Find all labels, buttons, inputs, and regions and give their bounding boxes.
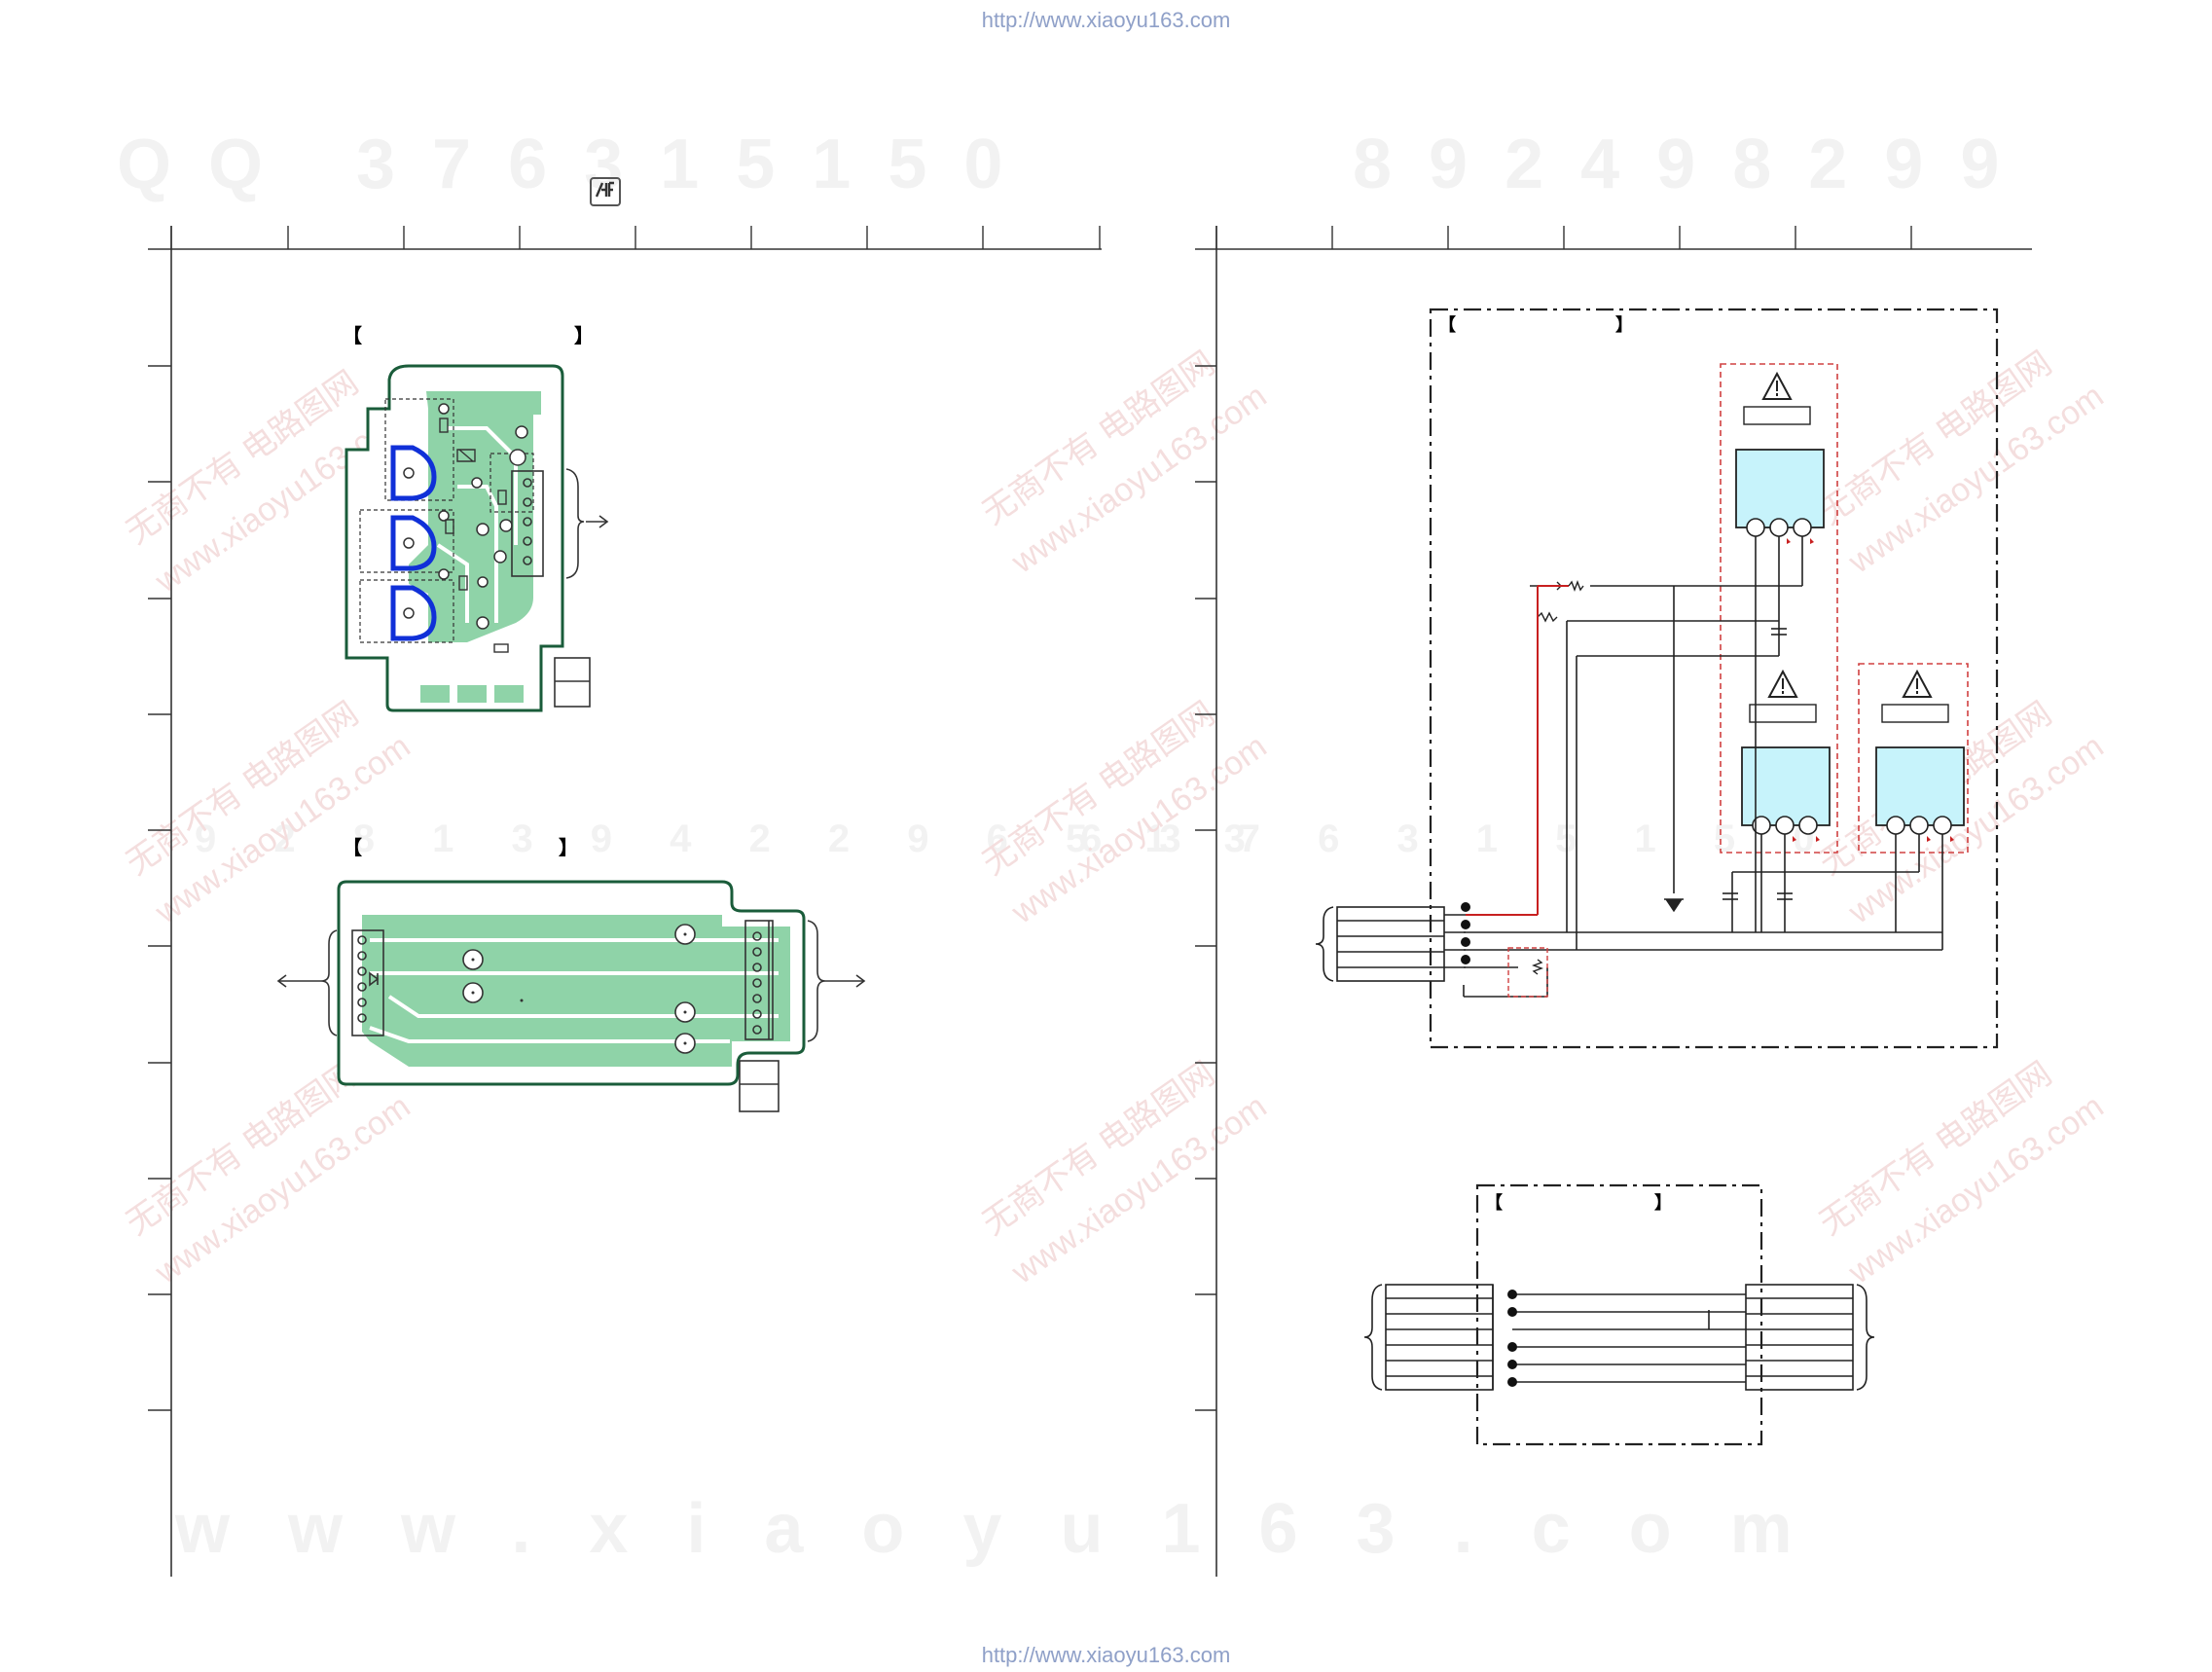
footer-url[interactable]: http://www.xiaoyu163.com bbox=[981, 1643, 1231, 1667]
junction-dots bbox=[1507, 1290, 1517, 1387]
schematic-frame bbox=[1475, 1183, 1763, 1446]
header-url[interactable]: http://www.xiaoyu163.com bbox=[981, 8, 1231, 32]
wires bbox=[1512, 1293, 1746, 1383]
pcb-copper bbox=[362, 915, 790, 1067]
bracket-left: 【 bbox=[343, 325, 362, 347]
pcb-connector-left bbox=[276, 929, 384, 1036]
hot-wire bbox=[1466, 585, 1569, 916]
sony-logo-icon bbox=[590, 177, 621, 206]
bracket-left: 【 bbox=[1438, 315, 1456, 335]
zener-diode bbox=[1664, 898, 1684, 913]
watermark-middle-right: 6 3 7 6 3 1 5 1 5 0 bbox=[1080, 818, 1838, 860]
regulator-ic bbox=[1875, 746, 1965, 826]
capacitors bbox=[1722, 628, 1793, 900]
watermark-qq: QQ 376315150 bbox=[117, 126, 1040, 203]
warning-icon bbox=[1767, 669, 1798, 698]
junction-dots bbox=[1461, 902, 1470, 964]
pcb-traces bbox=[436, 426, 518, 623]
regulator-ic bbox=[1735, 449, 1825, 528]
pcb-pad bbox=[457, 685, 487, 703]
schematic-lower: 【 】 bbox=[1363, 1183, 1875, 1446]
part-label-box bbox=[1749, 704, 1817, 723]
schematic-frame bbox=[1429, 308, 1999, 1049]
warning-icon bbox=[1902, 669, 1933, 698]
part-label-box bbox=[1881, 704, 1949, 723]
pcb-board-upper: 【 】 bbox=[343, 325, 609, 712]
watermark-number: 892498299 bbox=[1353, 126, 2037, 203]
regulator-ic bbox=[1741, 746, 1831, 826]
safety-block bbox=[1720, 363, 1838, 854]
pin-markers bbox=[1787, 538, 1954, 842]
connector-left bbox=[1363, 1284, 1494, 1391]
sony-logo-glyph bbox=[595, 181, 614, 198]
pcb-board-lower: 【 】 bbox=[276, 837, 866, 1112]
resistor bbox=[1568, 580, 1584, 592]
bracket-right: 】 bbox=[1654, 1193, 1672, 1213]
safety-block bbox=[1858, 663, 1969, 854]
pcb-pad bbox=[420, 685, 450, 703]
bracket-right: 】 bbox=[574, 325, 594, 347]
schematic-wires bbox=[1463, 536, 1943, 998]
pcb-connector bbox=[511, 468, 609, 579]
pad-centers bbox=[471, 932, 687, 1045]
resistor bbox=[1532, 959, 1543, 975]
input-connector bbox=[1315, 906, 1466, 982]
component-pads bbox=[403, 403, 528, 630]
pcb-connector-right bbox=[744, 920, 866, 1042]
highlighted-components bbox=[390, 445, 437, 641]
bracket-left: 【 bbox=[343, 837, 362, 859]
label-box bbox=[554, 657, 591, 708]
pcb-pad bbox=[494, 685, 524, 703]
resistor bbox=[1537, 611, 1558, 623]
page-frame bbox=[148, 226, 2032, 1577]
bracket-right: 】 bbox=[1615, 315, 1633, 335]
schematic-upper: 【 】 bbox=[1315, 308, 1999, 1049]
bracket-right: 】 bbox=[559, 837, 578, 859]
bracket-left: 【 bbox=[1485, 1193, 1503, 1213]
part-label-box bbox=[1743, 406, 1811, 425]
watermark-bottom-url: www.xiaoyu163.com bbox=[175, 1490, 1851, 1568]
label-box bbox=[739, 1060, 780, 1112]
safety-block bbox=[1507, 947, 1548, 998]
warning-icon bbox=[1761, 371, 1793, 400]
connector-right bbox=[1745, 1284, 1875, 1391]
pcb-traces bbox=[369, 938, 779, 1043]
watermark-middle: 9 2 8 1 3 9 4 2 2 9 6 5 1 3 bbox=[195, 818, 1269, 860]
grid-ticks bbox=[148, 226, 1912, 1411]
small-components bbox=[439, 418, 509, 653]
